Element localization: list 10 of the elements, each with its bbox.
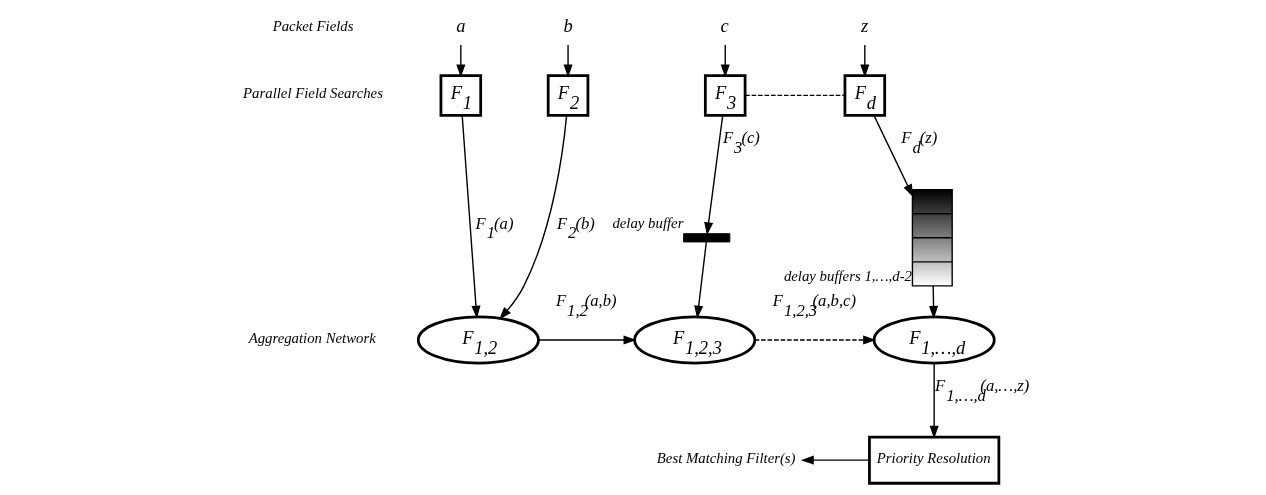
node-text: z xyxy=(861,16,869,37)
node-label: delay buffer xyxy=(612,214,684,231)
label: Parallel Field Searches xyxy=(243,85,383,102)
node-text: b xyxy=(563,16,573,37)
label: Aggregation Network xyxy=(248,329,376,346)
node-text: a xyxy=(456,16,466,37)
label: Packet Fields xyxy=(272,17,354,34)
node-text: c xyxy=(720,16,729,37)
node-label: delay buffers 1,…,d-2 xyxy=(783,267,913,284)
node-text: Best Matching Filter(s) xyxy=(656,449,796,466)
